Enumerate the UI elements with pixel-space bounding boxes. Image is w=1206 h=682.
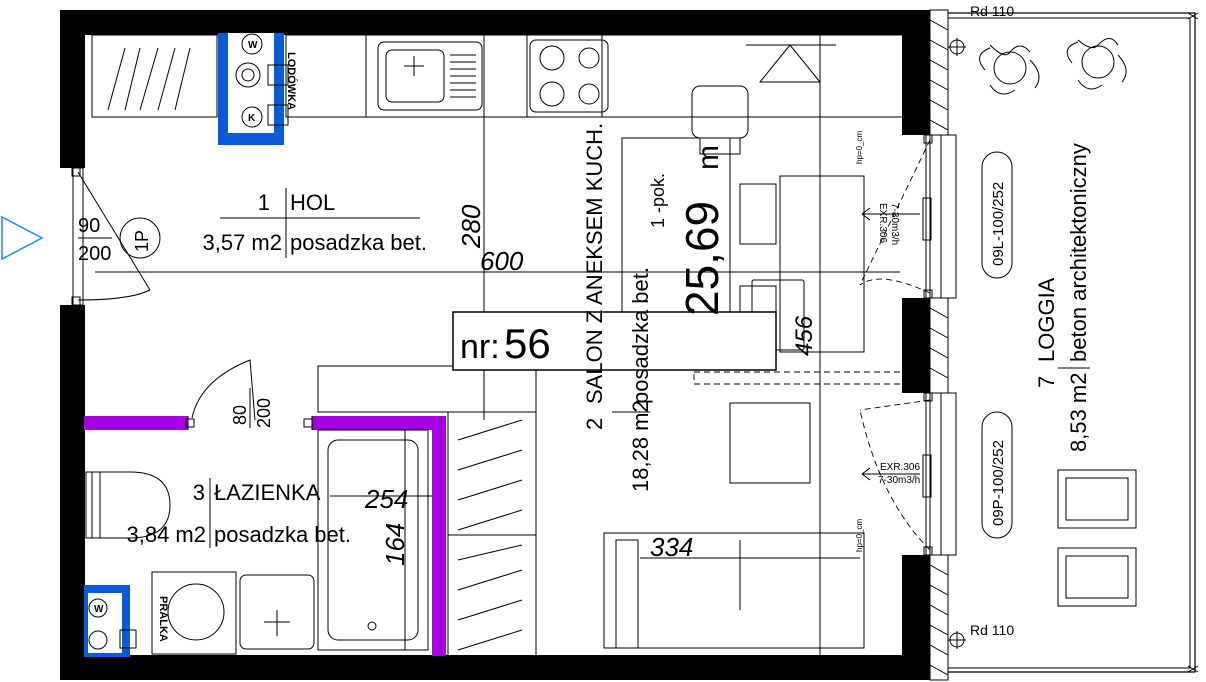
railing-label-bottom: Rd 110: [970, 622, 1014, 638]
bathroom-fixtures: [85, 429, 429, 655]
svg-text:7-30m3/h: 7-30m3/h: [878, 475, 920, 486]
plant-icon: [979, 38, 1127, 95]
wardrobe: [447, 411, 537, 658]
vent-label-lower: EXR.306 7-30m3/h: [861, 462, 920, 486]
hp-label-lower: hp=0_cm: [855, 519, 864, 552]
svg-text:3,84 m2: 3,84 m2: [127, 522, 207, 547]
svg-text:EXR.306: EXR.306: [877, 203, 888, 243]
room-label-salon: 2 SALON Z ANEKSEM KUCH. 18,28 m2 posadzk…: [582, 123, 653, 492]
svg-text:HOL: HOL: [290, 190, 335, 215]
installation-shaft-bottom: [84, 585, 137, 657]
apartment-number-prefix: nr:: [460, 328, 500, 366]
dimension-334: 334: [650, 532, 693, 562]
vent-label-upper: EXR.306 7-30m3/h: [861, 203, 920, 245]
dimension-600: 600: [480, 246, 524, 276]
svg-text:80: 80: [230, 405, 250, 425]
dimension-lines: [95, 35, 900, 655]
kitchen-counter: [91, 34, 907, 155]
installation-shaft-top: [218, 33, 289, 145]
svg-text:18,28 m2: 18,28 m2: [628, 400, 653, 492]
svg-text:2: 2: [582, 418, 607, 430]
window-label-lower: 09P-100/252: [981, 411, 1013, 539]
room-label-loggia: 7 LOGGIA 8,53 m2 beton architektoniczny: [1034, 143, 1091, 452]
dimension-254: 254: [364, 484, 408, 514]
bath-door-size: 80 200: [230, 388, 274, 428]
svg-text:LOGGIA: LOGGIA: [1034, 277, 1059, 362]
dimension-280: 280: [456, 204, 486, 249]
dimension-164: 164: [380, 523, 410, 566]
fire-door-mark: 1P: [119, 217, 161, 259]
living-furniture: [317, 365, 907, 649]
svg-text:09P-100/252: 09P-100/252: [990, 440, 1007, 526]
railing-marker-icon: [948, 38, 966, 649]
svg-text:7-30m3/h: 7-30m3/h: [889, 203, 900, 245]
washer-label: PRALKA: [157, 596, 169, 642]
svg-text:90: 90: [78, 215, 100, 237]
svg-text:EXR.306: EXR.306: [880, 462, 920, 473]
meter-w-label-bath: W: [94, 604, 104, 615]
svg-text:posadzka bet.: posadzka bet.: [290, 230, 427, 255]
loggia-chair: [1057, 547, 1137, 607]
entry-door: [71, 167, 151, 306]
total-area-unit: m: [692, 145, 725, 170]
bathroom-walls: [84, 359, 446, 656]
structural-walls: [60, 10, 930, 680]
window-label-upper: 09L-100/252: [981, 151, 1013, 279]
svg-text:posadzka bet.: posadzka bet.: [628, 267, 653, 404]
total-area: 25,69: [676, 201, 728, 316]
svg-text:7: 7: [1034, 376, 1059, 388]
svg-text:1P: 1P: [132, 230, 152, 252]
svg-text:3: 3: [193, 480, 205, 505]
room-label-hol: 1 HOL 3,57 m2 posadzka bet.: [203, 188, 427, 258]
apartment-number: 56: [504, 320, 551, 367]
entry-door-size: 90 200: [78, 215, 112, 265]
meter-k-label: K: [248, 113, 256, 124]
svg-text:beton architektoniczny: beton architektoniczny: [1066, 143, 1091, 362]
fridge-label: LODÓWKA: [285, 52, 298, 110]
entry-arrow-icon: [1, 215, 44, 261]
apartment-number-box: nr: 56: [452, 311, 777, 371]
dimension-456: 456: [791, 315, 818, 356]
facade-insulation: [929, 9, 949, 681]
loggia: [948, 12, 1199, 673]
svg-text:200: 200: [78, 243, 111, 265]
room-label-lazienka: 3 ŁAZIENKA 3,84 m2 posadzka bet.: [127, 478, 351, 548]
svg-text:09L-100/252: 09L-100/252: [990, 182, 1007, 266]
svg-text:8,53 m2: 8,53 m2: [1066, 373, 1091, 453]
railing-label-top: Rd 110: [970, 3, 1014, 19]
rooms-count: 1 -pok.: [648, 173, 668, 228]
svg-text:1: 1: [258, 190, 270, 215]
hp-label-upper: hp=0_cm: [855, 131, 864, 164]
meter-w-label: W: [248, 40, 258, 51]
svg-text:200: 200: [254, 398, 274, 428]
svg-text:SALON Z ANEKSEM KUCH.: SALON Z ANEKSEM KUCH.: [582, 123, 607, 404]
loggia-chair: [1057, 469, 1137, 529]
svg-text:3,57 m2: 3,57 m2: [203, 230, 283, 255]
svg-text:posadzka bet.: posadzka bet.: [214, 522, 351, 547]
svg-text:ŁAZIENKA: ŁAZIENKA: [214, 480, 321, 505]
balcony-doors: [859, 134, 957, 556]
